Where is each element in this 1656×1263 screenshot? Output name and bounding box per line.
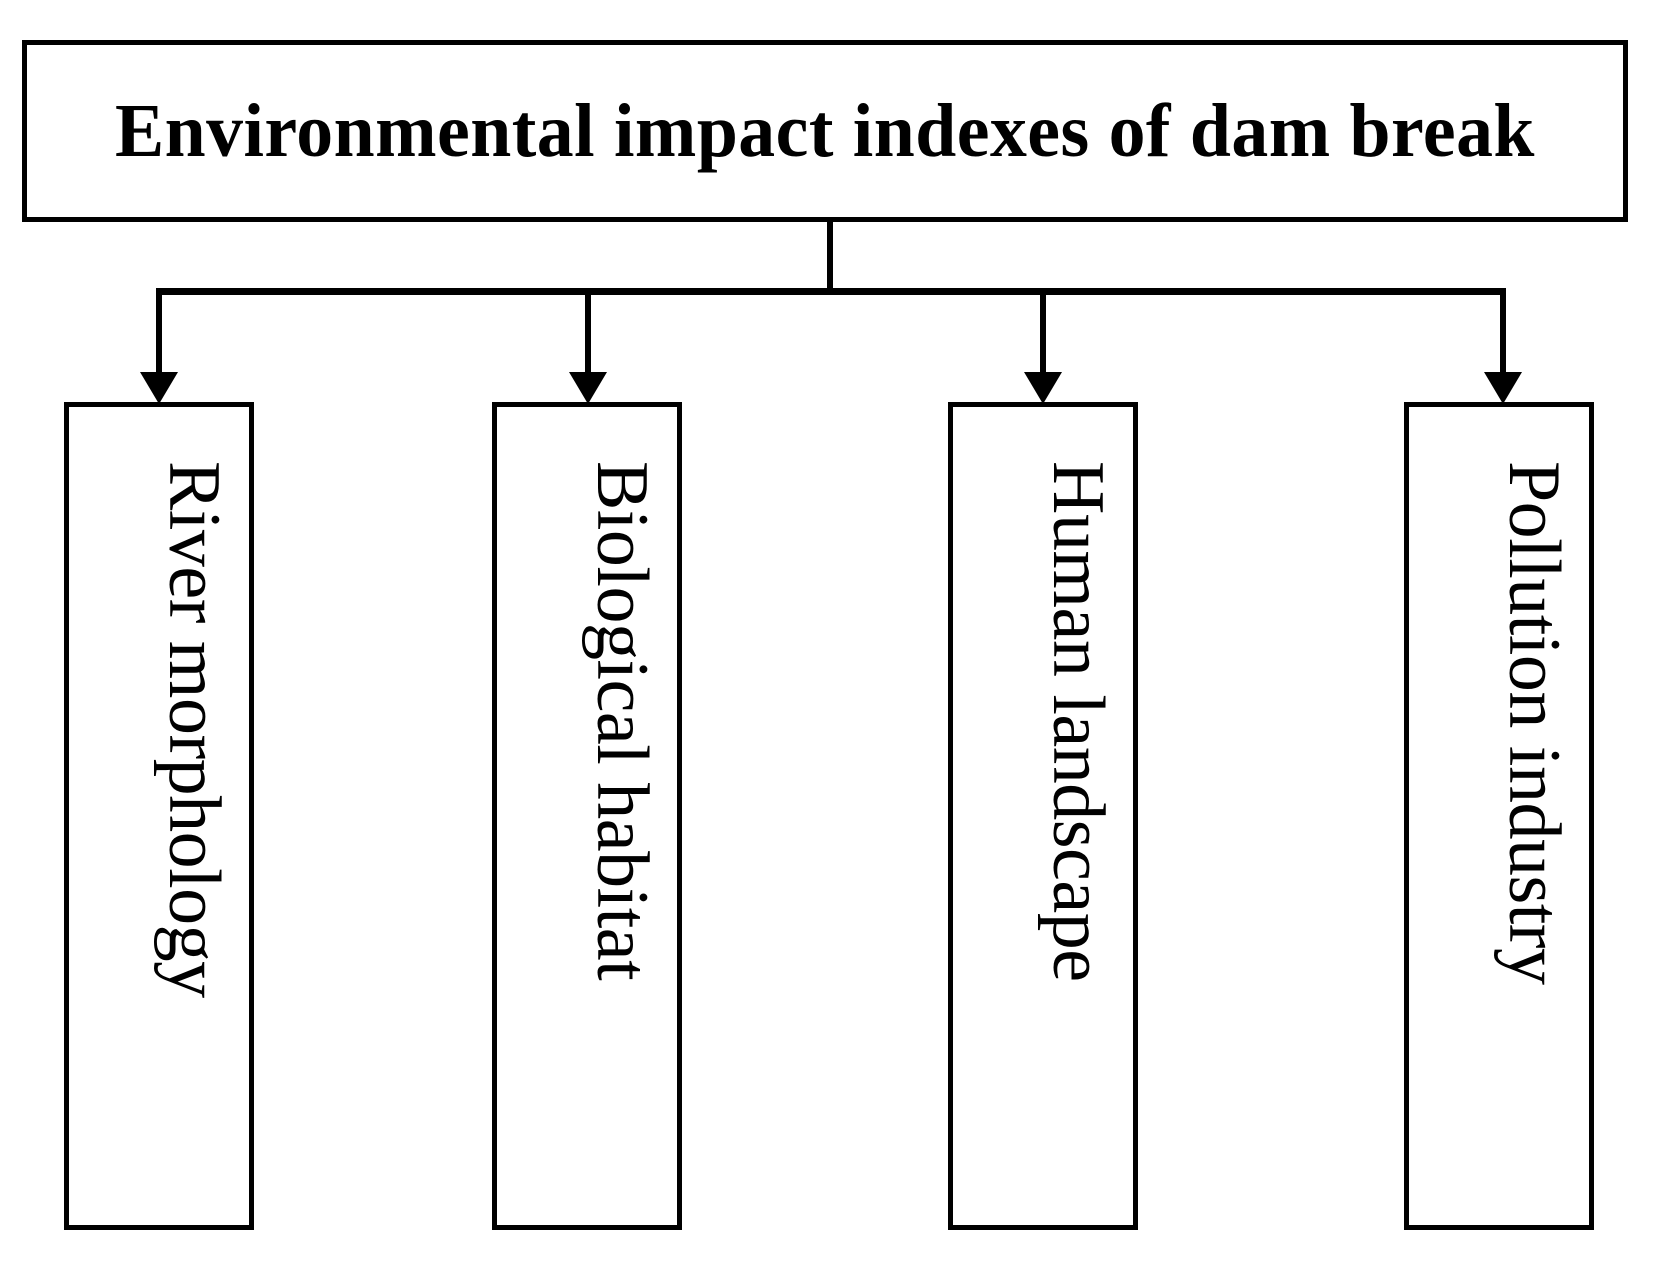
arrow-head-icon-2 [569, 372, 607, 404]
root-node-box: Environmental impact indexes of dam brea… [22, 40, 1628, 222]
connector-drop-3 [1040, 288, 1046, 375]
child-node-box-4: Pollution industry [1404, 402, 1594, 1230]
arrow-head-icon-3 [1024, 372, 1062, 404]
child-node-label-wrap-3: Human landscape [953, 407, 1133, 1225]
child-node-label-wrap-4: Pollution industry [1409, 407, 1589, 1225]
child-node-label-1: River morphology [153, 461, 235, 998]
connector-drop-2 [585, 288, 591, 375]
child-node-box-3: Human landscape [948, 402, 1138, 1230]
child-node-label-wrap-2: Biological habitat [497, 407, 677, 1225]
root-node-label: Environmental impact indexes of dam brea… [115, 89, 1535, 173]
connector-stem [827, 222, 833, 294]
connector-drop-1 [156, 288, 162, 375]
connector-bus [156, 288, 1506, 295]
arrow-head-icon-4 [1484, 372, 1522, 404]
child-node-label-3: Human landscape [1037, 461, 1119, 982]
connector-drop-4 [1500, 288, 1506, 375]
child-node-box-1: River morphology [64, 402, 254, 1230]
child-node-label-wrap-1: River morphology [69, 407, 249, 1225]
child-node-label-4: Pollution industry [1493, 461, 1575, 985]
child-node-label-2: Biological habitat [581, 461, 663, 981]
child-node-box-2: Biological habitat [492, 402, 682, 1230]
arrow-head-icon-1 [140, 372, 178, 404]
